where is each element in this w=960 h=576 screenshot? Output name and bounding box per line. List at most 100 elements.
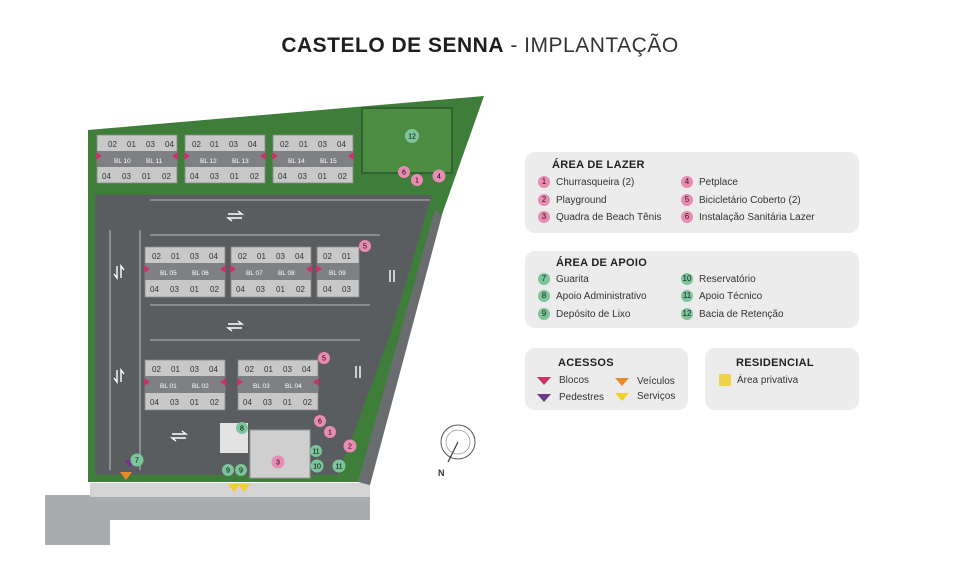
private-area-swatch — [719, 374, 731, 386]
svg-text:6: 6 — [318, 419, 322, 426]
svg-text:5: 5 — [322, 356, 326, 363]
access-item-label: Serviços — [637, 391, 676, 402]
support-number-badge: 9 — [538, 308, 550, 320]
marker-1-bottom: 1 — [324, 426, 336, 438]
leisure-number-badge: 1 — [538, 176, 550, 188]
block-unit: 04 — [337, 140, 346, 149]
svg-text:9: 9 — [239, 468, 243, 475]
block-unit: 01 — [210, 140, 219, 149]
marker-4: 4 — [432, 169, 446, 183]
leisure-number-badge: 6 — [681, 211, 693, 223]
legend-leisure-title: ÁREA DE LAZER — [552, 159, 645, 171]
marker-2: 2 — [343, 439, 357, 453]
block-bl05-06: 02 01 03 04 BL 05 BL 06 04 03 01 02 — [144, 246, 226, 298]
leisure-number-badge: 4 — [681, 176, 693, 188]
support-number-badge: 8 — [538, 290, 550, 302]
svg-text:3: 3 — [276, 460, 280, 467]
street — [45, 495, 370, 545]
block-label: BL 14 — [288, 158, 305, 165]
legend-access-item: Blocos — [537, 375, 589, 386]
block-label: BL 09 — [329, 270, 346, 277]
leisure-item-label: Instalação Sanitária Lazer — [699, 211, 815, 223]
block-bl12-13: 02 01 03 04 BL 12 BL 13 04 03 01 02 — [184, 134, 266, 184]
block-access-markers — [96, 152, 354, 386]
marker-9-b: 9 — [235, 464, 247, 476]
support-number-badge: 7 — [538, 273, 550, 285]
block-label: BL 15 — [320, 158, 337, 165]
block-label: BL 06 — [192, 270, 209, 277]
block-unit: 03 — [190, 252, 199, 261]
block-unit: 01 — [257, 252, 266, 261]
block-unit: 02 — [238, 252, 247, 261]
svg-text:6: 6 — [402, 170, 406, 177]
marker-10: 10 — [310, 459, 324, 473]
block-unit: 04 — [302, 365, 311, 374]
block-unit: 04 — [295, 252, 304, 261]
block-unit: 01 — [318, 172, 327, 181]
svg-text:1: 1 — [415, 178, 419, 185]
support-item-label: Guarita — [556, 273, 589, 285]
marker-8: 8 — [236, 422, 248, 434]
sidewalk — [90, 483, 370, 497]
block-unit: 04 — [243, 398, 252, 407]
support-item-label: Reservatório — [699, 273, 756, 285]
legend-leisure-item: 3 Quadra de Beach Tênis — [538, 211, 661, 223]
block-unit: 03 — [210, 172, 219, 181]
residential-item-label: Área privativa — [737, 374, 799, 386]
marker-7: 7 — [130, 453, 144, 467]
block-unit: 03 — [263, 398, 272, 407]
legend-leisure-item: 6 Instalação Sanitária Lazer — [681, 211, 815, 223]
block-unit: 01 — [264, 365, 273, 374]
block-unit: 02 — [108, 140, 117, 149]
marker-5-top: 5 — [359, 240, 371, 252]
block-unit: 03 — [276, 252, 285, 261]
leisure-item-label: Petplace — [699, 176, 738, 188]
block-unit: 02 — [280, 140, 289, 149]
legend-support: ÁREA DE APOIO 7 Guarita 8 Apoio Administra… — [525, 251, 859, 328]
block-unit: 02 — [323, 252, 332, 261]
block-unit: 01 — [283, 398, 292, 407]
block-unit: 04 — [236, 285, 245, 294]
block-unit: 01 — [171, 365, 180, 374]
block-unit: 04 — [190, 172, 199, 181]
block-unit: 04 — [278, 172, 287, 181]
block-unit: 01 — [276, 285, 285, 294]
support-item-label: Apoio Administrativo — [556, 290, 647, 302]
block-unit: 03 — [122, 172, 131, 181]
support-item-label: Depósito de Lixo — [556, 308, 631, 320]
block-unit: 02 — [338, 172, 347, 181]
block-unit: 01 — [342, 252, 351, 261]
block-unit: 03 — [298, 172, 307, 181]
svg-text:8: 8 — [240, 426, 244, 433]
access-item-label: Pedestres — [559, 392, 605, 403]
svg-text:1: 1 — [328, 430, 332, 437]
leisure-item-label: Bicicletário Coberto (2) — [699, 194, 801, 206]
block-label: BL 11 — [146, 158, 163, 165]
support-number-badge: 12 — [681, 308, 693, 320]
svg-text:12: 12 — [408, 134, 416, 141]
block-bl09: 02 01 BL 09 04 03 — [316, 246, 360, 298]
block-label: BL 04 — [285, 383, 302, 390]
block-unit: 03 — [170, 285, 179, 294]
side-road — [358, 210, 442, 485]
block-label: BL 07 — [246, 270, 263, 277]
traffic-arrows — [113, 210, 395, 442]
block-label: BL 05 — [160, 270, 177, 277]
block-unit: 02 — [210, 285, 219, 294]
leisure-item-label: Playground — [556, 194, 607, 206]
legend-support-title: ÁREA DE APOIO — [556, 257, 648, 269]
leisure-item-label: Quadra de Beach Tênis — [556, 211, 662, 223]
block-label: BL 13 — [232, 158, 249, 165]
title-subtitle: - IMPLANTAÇÃO — [510, 34, 679, 57]
leisure-number-badge: 3 — [538, 211, 550, 223]
block-unit: 04 — [209, 252, 218, 261]
block-unit: 04 — [323, 285, 332, 294]
marker-9-a: 9 — [222, 464, 234, 476]
svg-text:2: 2 — [348, 444, 352, 451]
block-bl01-02: 02 01 03 04 BL 01 BL 02 04 03 01 02 — [144, 359, 226, 411]
support-number-badge: 10 — [681, 273, 693, 285]
legend-access-item: Serviços — [615, 391, 675, 402]
block-bl03-04: 02 01 03 04 BL 03 BL 04 04 03 01 02 — [237, 359, 319, 411]
